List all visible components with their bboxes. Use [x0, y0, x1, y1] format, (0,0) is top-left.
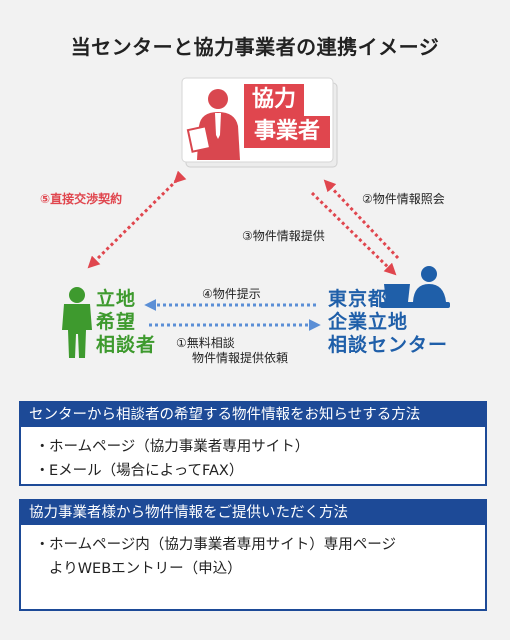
consultant-line2: 希望: [96, 311, 137, 333]
center-line3: 相談センター: [328, 334, 449, 356]
info-box-center-methods: センターから相談者の希望する物件情報をお知らせする方法 ・ホームページ（協力事業…: [19, 401, 487, 486]
bullet: ・: [35, 537, 50, 553]
standing-man-icon: [62, 287, 92, 358]
box1-list: ・ホームページ（協力事業者専用サイト） ・Eメール（場合によってFAX）: [21, 427, 485, 483]
box1-item: ・Eメール（場合によってFAX）: [35, 459, 485, 483]
center-line2: 企業立地: [328, 311, 409, 333]
box2-item: ・ホームページ内（協力事業者専用サイト）専用ページよりWEBエントリー（申込）: [35, 533, 485, 581]
businessman-document-icon: [186, 89, 240, 160]
arrow-provide-info: [310, 191, 397, 276]
diagram-canvas: [62, 77, 450, 358]
center-line1: 東京都: [328, 288, 389, 310]
box1-header: センターから相談者の希望する物件情報をお知らせする方法: [21, 403, 485, 427]
label-present: ④物件提示: [202, 287, 261, 301]
consultant-line3: 相談者: [96, 334, 157, 356]
arrow-direct-contract: [87, 170, 187, 269]
box2-list: ・ホームページ内（協力事業者専用サイト）専用ページよりWEBエントリー（申込）: [21, 525, 485, 581]
partner-label-bg-2: [244, 116, 330, 148]
bullet: ・: [35, 463, 50, 479]
consultant-line1: 立地: [96, 288, 137, 310]
page-title: 当センターと協力事業者の連携イメージ: [70, 35, 440, 59]
bullet: ・: [35, 439, 50, 455]
info-box-partner-methods: 協力事業者様から物件情報をご提供いただく方法 ・ホームページ内（協力事業者専用サ…: [19, 499, 487, 611]
partner-label-line2: 事業者: [253, 119, 320, 144]
office-worker-laptop-icon: [380, 266, 450, 308]
consultant-label: 立地 希望 相談者: [96, 288, 156, 357]
label-provide-info: ③物件情報提供: [242, 229, 325, 243]
partner-label-line1: 協力: [251, 87, 296, 112]
box1-item: ・ホームページ（協力事業者専用サイト）: [35, 435, 485, 459]
label-inquiry: ②物件情報照会: [362, 192, 445, 206]
label-direct-contract: ⑤直接交渉契約: [40, 192, 123, 206]
label-request-line1: ①無料相談: [176, 336, 235, 350]
center-label: 東京都 企業立地 相談センター: [328, 288, 448, 357]
arrow-inquiry: [323, 179, 400, 260]
box2-header: 協力事業者様から物件情報をご提供いただく方法: [21, 501, 485, 525]
label-request-line2: 物件情報提供依頼: [192, 351, 289, 365]
partner-label-bg-1: [244, 84, 304, 116]
